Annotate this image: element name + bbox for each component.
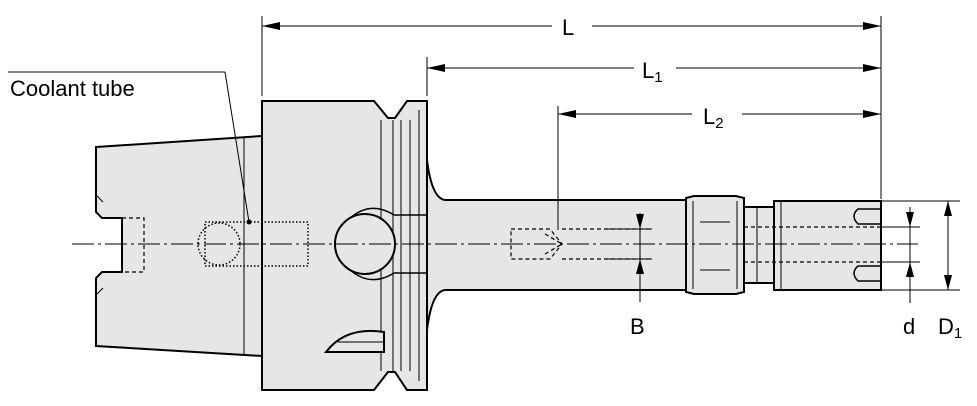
label-coolant-tube: Coolant tube (10, 76, 135, 101)
arrow-D1-bottom (944, 275, 952, 290)
collet-nut (773, 200, 882, 291)
dim-label-B: B (630, 314, 645, 339)
arrow-L1-left (427, 64, 445, 72)
dim-label-L1: L1 (642, 58, 663, 86)
key-hole-slot-bottom (348, 268, 427, 281)
taper-notch-bottom (95, 287, 104, 296)
taper-shank (95, 134, 263, 358)
arrow-L2-right (863, 110, 881, 118)
dim-label-L2: L2 (703, 104, 724, 132)
arrow-L-right (863, 22, 881, 30)
taper-notch-top (95, 194, 104, 203)
arrow-L-left (262, 22, 280, 30)
arrow-B-top (636, 214, 644, 229)
orientation-notch (323, 329, 385, 353)
collar-ring-1 (685, 195, 745, 295)
arrow-d-bottom (906, 262, 914, 277)
nut-jaw-bottom (853, 265, 881, 282)
coolant-leader-diagonal (224, 71, 250, 223)
arrow-D1-top (944, 201, 952, 216)
arrow-L1-right (863, 64, 881, 72)
shank-bore-hidden (121, 217, 145, 273)
nut-jaw-top (853, 208, 881, 225)
coolant-leader-dot (246, 219, 252, 225)
arrow-d-top (906, 212, 914, 227)
bore-hidden (510, 228, 563, 260)
bore-tip-top (544, 233, 563, 245)
key-hole-slot-top (348, 207, 427, 220)
dim-label-d: d (903, 314, 915, 339)
neck-shank (426, 159, 687, 331)
neck-between (743, 206, 775, 284)
dim-label-L: L (562, 15, 574, 40)
arrow-L2-left (558, 110, 576, 118)
arrow-B-bottom (636, 259, 644, 274)
bore-tip-bottom (544, 243, 563, 255)
dim-label-D1: D1 (938, 314, 962, 342)
